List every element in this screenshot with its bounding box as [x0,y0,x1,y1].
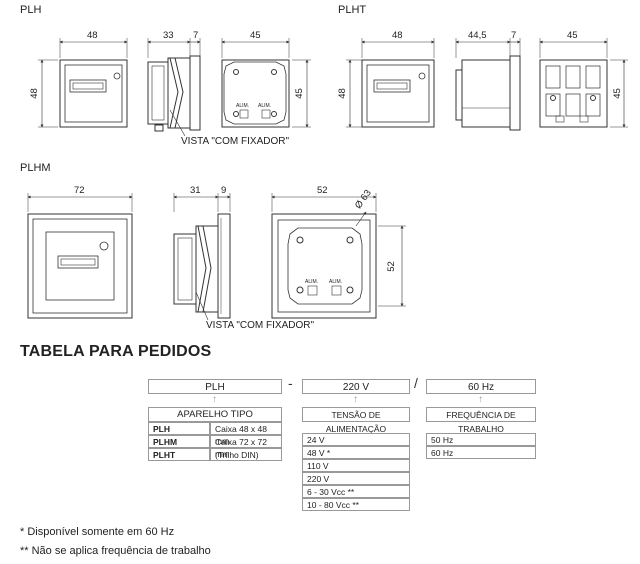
frequency-option: 50 Hz [426,433,536,446]
plht-dim-width: 48 [392,30,403,41]
plh-dim-depth: 33 [163,30,174,41]
plht-dim-rear-width: 45 [567,30,578,41]
arrow-up-icon: ↑ [353,394,358,405]
footnote-frequency: ** Não se aplica frequência de trabalho [20,545,211,557]
plhm-terminal-label-2: ALIM. [329,279,343,285]
plh-dim-bezel: 7 [193,30,199,41]
model-desc-cell: (Trilho DIN) [210,448,282,461]
plht-dim-rear-height: 45 [611,88,623,99]
code-voltage-box: 220 V [302,379,410,394]
model-desc-cell: Caixa 48 x 48 mm [210,422,282,446]
plh-caption-leader [169,109,209,321]
arrow-up-icon: ↑ [212,394,217,405]
voltage-option: 220 V [302,472,410,485]
plhm-caption: VISTA "COM FIXADOR" [206,320,315,331]
voltage-option: 24 V [302,433,410,446]
model-code-cell: PLHM [148,435,210,448]
model-column-header: APARELHO TIPO [148,407,282,422]
plht-label: PLHT [338,4,367,16]
plht-dim-height: 48 [336,88,348,99]
code-separator-dash: - [288,375,293,391]
plh-dim-width: 48 [87,30,98,41]
code-model-box: PLH [148,379,282,394]
plhm-rear-view [271,193,406,319]
voltage-option: 10 - 80 Vcc ** [302,498,410,511]
plh-dim-rear-width: 45 [250,30,261,41]
voltage-column-header: TENSÃO DE ALIMENTAÇÃO [302,407,410,434]
plh-front-view [38,38,128,128]
plhm-dim-bezel: 9 [221,185,227,196]
model-desc-cell: Caixa 72 x 72 mm [210,435,282,459]
voltage-option: 6 - 30 Vcc ** [302,485,410,498]
plh-terminal-label-1: ALIM. [236,103,250,109]
arrow-up-icon: ↑ [478,394,483,405]
frequency-column-header: FREQUÊNCIA DE TRABALHO [426,407,536,434]
plht-side-view [455,38,521,131]
plhm-side-view [173,193,231,319]
code-frequency-box: 60 Hz [426,379,536,394]
plhm-label: PLHM [20,162,51,174]
plhm-front-view [27,193,133,319]
order-table-title: TABELA PARA PEDIDOS [20,343,212,360]
plh-label: PLH [20,4,42,16]
plht-rear-view [539,38,628,128]
footnote-60hz: * Disponível somente em 60 Hz [20,526,175,538]
plhm-dim-rear-width: 52 [317,185,328,196]
plhm-dim-width: 72 [74,185,85,196]
model-code-cell: PLH [148,422,210,435]
frequency-option: 60 Hz [426,446,536,459]
plh-rear-view [221,38,311,128]
plhm-dim-rear-height: 52 [385,261,397,272]
plh-side-view [147,38,201,132]
voltage-option: 48 V * [302,446,410,459]
code-separator-slash: / [414,375,418,391]
technical-drawings [27,38,628,319]
plhm-terminal-label-1: ALIM. [305,279,319,285]
voltage-option: 110 V [302,459,410,472]
plht-dim-bezel: 7 [511,30,517,41]
plh-terminal-label-2: ALIM. [258,103,272,109]
plht-dim-depth: 44,5 [468,30,487,41]
plhm-dim-depth: 31 [190,185,201,196]
plh-caption: VISTA "COM FIXADOR" [181,136,290,147]
model-code-cell: PLHT [148,448,210,461]
plht-front-view [346,38,435,128]
